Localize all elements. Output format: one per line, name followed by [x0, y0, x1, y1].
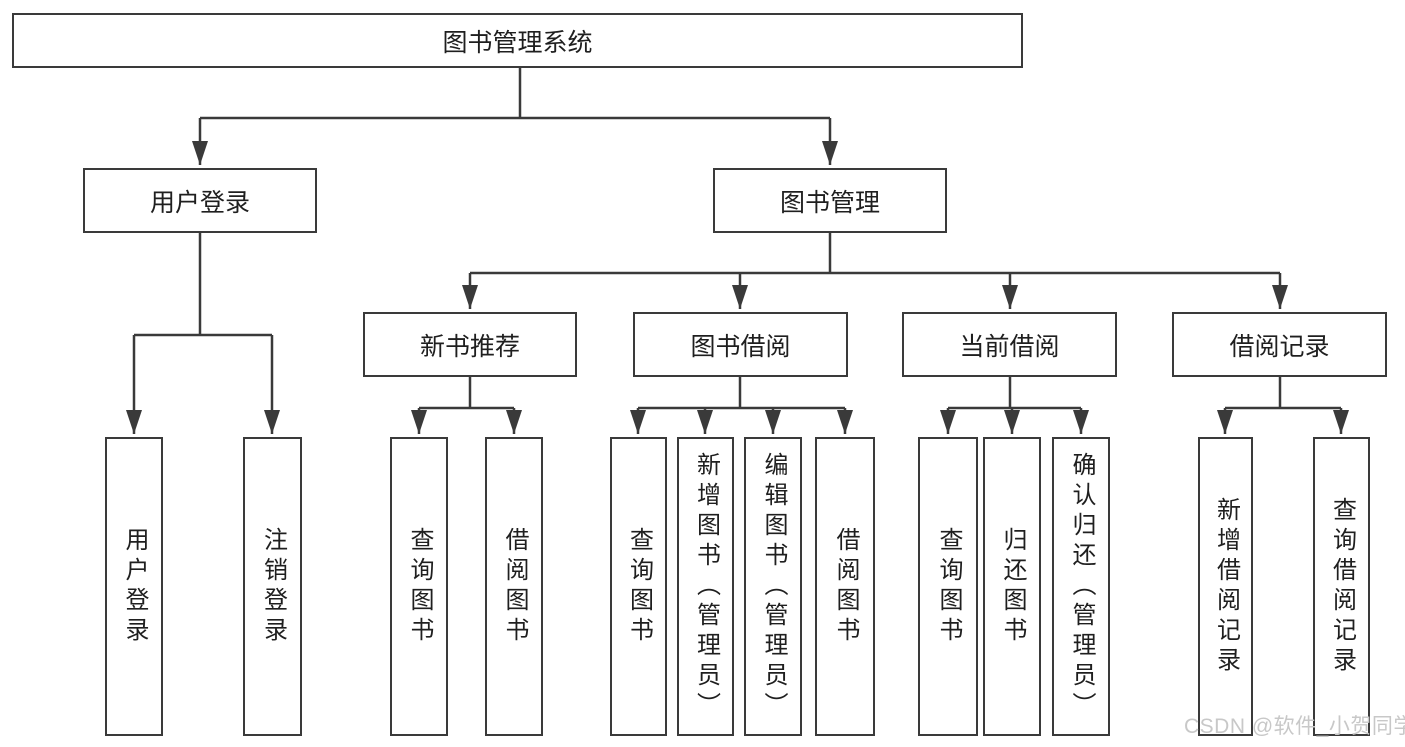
node-leaf-query-borrow-record: 查询借阅记录 — [1313, 437, 1370, 736]
node-label: 编辑图书（管理员） — [760, 451, 787, 722]
node-label: 借阅图书 — [832, 526, 859, 647]
node-label: 查询图书 — [406, 526, 433, 647]
node-leaf-borrow-books-1: 借阅图书 — [485, 437, 543, 736]
node-leaf-edit-books-admin: 编辑图书（管理员） — [744, 437, 802, 736]
node-borrowing-records: 借阅记录 — [1172, 312, 1387, 377]
node-label: 新增图书（管理员） — [692, 451, 720, 722]
node-label: 当前借阅 — [959, 332, 1060, 361]
node-label: 新书推荐 — [419, 332, 520, 361]
node-label: 注销登录 — [259, 526, 287, 647]
node-label: 图书管理系统 — [442, 28, 593, 57]
node-current-borrowing: 当前借阅 — [902, 312, 1117, 377]
node-label: 图书管理 — [779, 188, 880, 217]
node-label: 用户登录 — [121, 526, 148, 647]
node-label: 归还图书 — [999, 526, 1026, 647]
node-leaf-logout: 注销登录 — [243, 437, 302, 736]
node-leaf-user-login: 用户登录 — [105, 437, 163, 736]
node-label: 查询图书 — [625, 526, 653, 647]
node-leaf-confirm-return-admin: 确认归还（管理员） — [1052, 437, 1110, 736]
node-leaf-borrow-books-2: 借阅图书 — [815, 437, 875, 736]
node-leaf-add-borrow-record: 新增借阅记录 — [1198, 437, 1253, 736]
csdn-watermark: CSDN @软件_小贺同学 — [1184, 715, 1405, 738]
node-label: 用户登录 — [149, 188, 250, 217]
node-label: 新增借阅记录 — [1212, 496, 1240, 677]
node-new-book-recommendation: 新书推荐 — [363, 312, 577, 377]
node-leaf-query-books-1: 查询图书 — [390, 437, 448, 736]
node-leaf-add-books-admin: 新增图书（管理员） — [677, 437, 734, 736]
node-book-management: 图书管理 — [713, 168, 947, 233]
node-label: 确认归还（管理员） — [1068, 451, 1095, 722]
node-label: 查询借阅记录 — [1328, 496, 1356, 677]
node-library-management-system: 图书管理系统 — [12, 13, 1023, 68]
node-label: 借阅图书 — [501, 526, 528, 647]
node-label: 借阅记录 — [1229, 332, 1330, 361]
node-leaf-return-books: 归还图书 — [983, 437, 1041, 736]
node-user-login: 用户登录 — [83, 168, 317, 233]
node-label: 图书借阅 — [690, 332, 791, 361]
node-book-borrowing: 图书借阅 — [633, 312, 848, 377]
node-leaf-query-books-3: 查询图书 — [918, 437, 978, 736]
node-leaf-query-books-2: 查询图书 — [610, 437, 667, 736]
node-label: 查询图书 — [935, 526, 962, 647]
